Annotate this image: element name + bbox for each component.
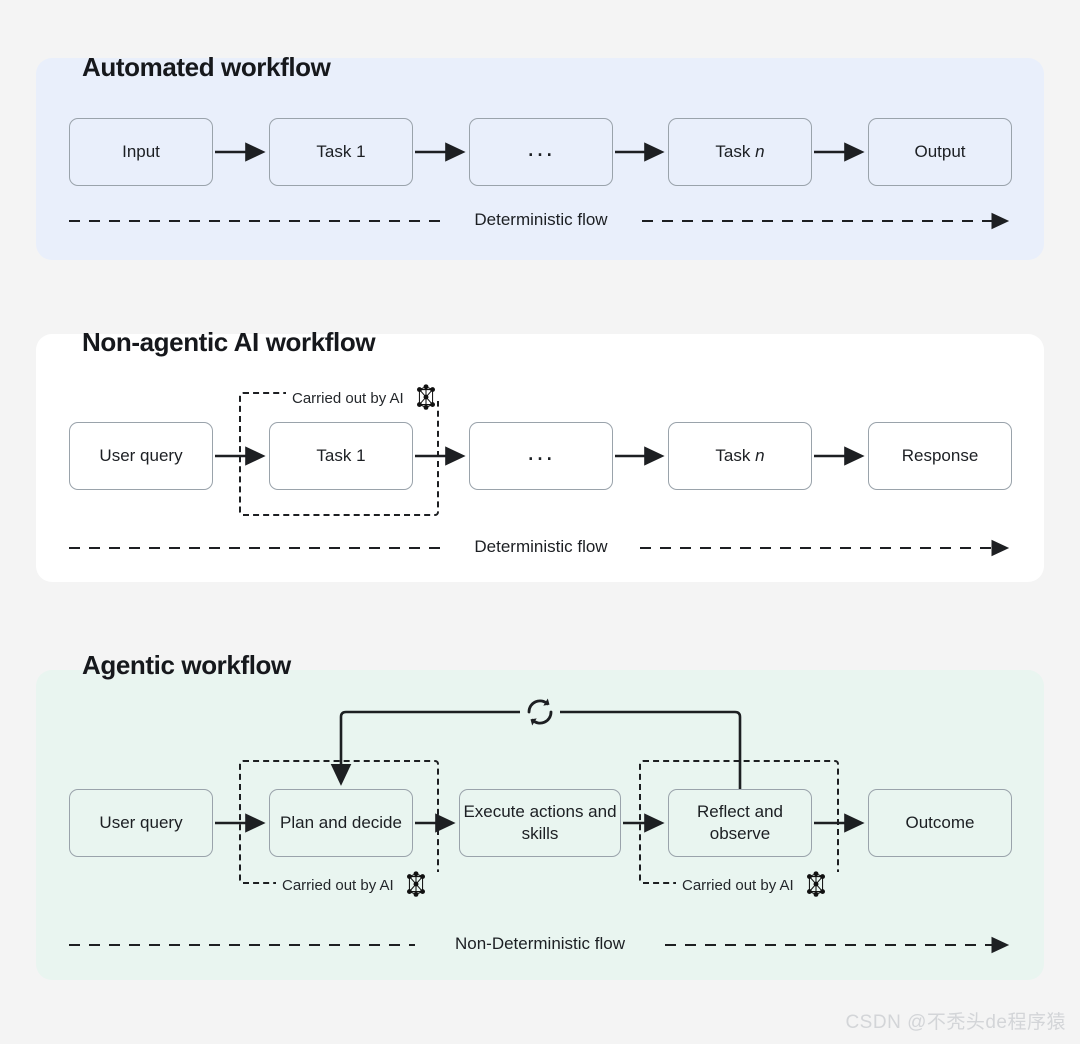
flow-label-automated: Deterministic flow	[474, 210, 608, 229]
panel-title-agentic: Agentic workflow	[82, 650, 291, 680]
panel-automated-workflow	[36, 58, 1044, 260]
node-ellipsis: ...	[469, 118, 613, 186]
arrows-non-agentic	[215, 446, 865, 466]
node-label: ...	[527, 436, 555, 467]
flow-label-non-agentic: Deterministic flow	[474, 537, 608, 556]
ai-label-text: Carried out by AI	[292, 389, 404, 407]
ai-label-agentic-plan: Carried out by AI	[276, 870, 437, 900]
node-outcome: Outcome	[868, 789, 1012, 857]
ai-label-text: Carried out by AI	[282, 876, 394, 894]
node-label: Task n	[715, 141, 765, 161]
ai-label-mask	[276, 872, 448, 890]
node-ellipsis: ...	[469, 422, 613, 490]
ai-label-mask	[286, 383, 446, 401]
node-label: User query	[99, 445, 183, 465]
node-label: Task 1	[316, 445, 366, 465]
neural-network-icon	[411, 383, 441, 413]
ai-label-agentic-reflect: Carried out by AI	[676, 870, 837, 900]
ai-label-mask	[676, 872, 848, 890]
watermark: CSDN @不秃头de程序猿	[845, 1012, 1066, 1033]
node-response: Response	[868, 422, 1012, 490]
node-label: Plan and decide	[280, 812, 402, 832]
arrows-automated	[215, 142, 865, 162]
node-user-query: User query	[69, 422, 213, 490]
ai-label-text: Carried out by AI	[682, 876, 794, 894]
node-task-n: Task n	[668, 118, 812, 186]
neural-network-icon	[801, 870, 831, 900]
node-label: Input	[122, 141, 160, 161]
node-label: Reflect and observe	[697, 801, 783, 843]
panel-title-non-agentic: Non-agentic AI workflow	[82, 327, 376, 357]
panel-title-automated: Automated workflow	[82, 52, 331, 82]
node-label: Outcome	[905, 812, 975, 832]
loop-refresh-icon	[520, 692, 560, 732]
panel-non-agentic-workflow	[36, 334, 1044, 582]
node-execute-actions: Execute actions and skills	[459, 789, 621, 857]
node-task-n: Task n	[668, 422, 812, 490]
panel-agentic-workflow	[36, 670, 1044, 980]
node-label: User query	[99, 812, 183, 832]
node-input: Input	[69, 118, 213, 186]
node-user-query: User query	[69, 789, 213, 857]
node-task-1: Task 1	[269, 422, 413, 490]
node-label: Task n	[715, 445, 765, 465]
node-task-1: Task 1	[269, 118, 413, 186]
node-plan-and-decide: Plan and decide	[269, 789, 413, 857]
node-label: Output	[914, 141, 966, 161]
node-label: Response	[901, 445, 979, 465]
node-output: Output	[868, 118, 1012, 186]
node-label: Execute actions and skills	[463, 801, 617, 843]
ai-label-non-agentic: Carried out by AI	[286, 383, 447, 413]
deterministic-flow-line-non-agentic	[69, 539, 1010, 557]
node-label: Task 1	[316, 141, 366, 161]
flow-label-agentic: Non-Deterministic flow	[454, 934, 626, 953]
deterministic-flow-line-automated	[69, 212, 1010, 230]
neural-network-icon	[401, 870, 431, 900]
node-label: ...	[527, 132, 555, 163]
node-reflect-and-observe: Reflect and observe	[668, 789, 812, 857]
